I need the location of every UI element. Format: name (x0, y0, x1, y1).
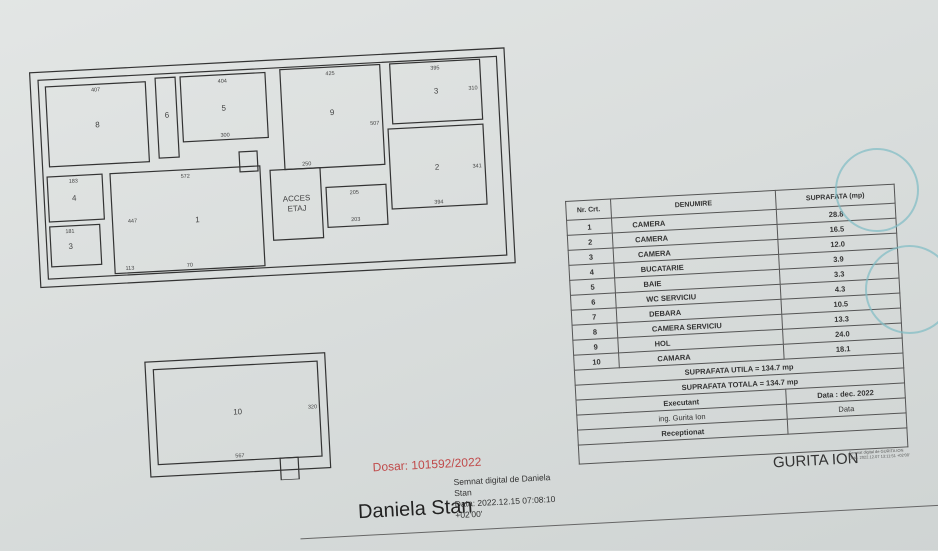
authorization-stamp (835, 148, 919, 232)
dimension-label: 250 (302, 161, 311, 167)
dimension-label: 70 (187, 263, 193, 269)
dimension-label: 300 (220, 132, 229, 138)
dimension-label: 567 (235, 453, 244, 459)
room-label-5: 5 (221, 104, 226, 113)
floor-plan: 8 6 5 9 3 2 4 3 1 10 ACCES ETAJ 407 404 … (28, 47, 516, 481)
room-label-1: 1 (195, 215, 200, 224)
dimension-label: 181 (65, 229, 74, 235)
room-8 (44, 81, 151, 168)
authorization-stamp (865, 245, 938, 334)
dimension-label: 310 (468, 85, 477, 91)
dimension-label: 507 (370, 121, 379, 127)
entrance-hall (325, 183, 389, 229)
room-label-3b: 3 (68, 242, 73, 251)
dimension-label: 407 (91, 87, 100, 93)
room-4 (46, 173, 105, 223)
room-2 (387, 123, 488, 210)
acces-etaj (269, 167, 325, 241)
acces-label: ACCES (283, 193, 311, 203)
dimension-label: 447 (128, 218, 137, 224)
dimension-label: 395 (430, 65, 439, 71)
dimension-label: 404 (218, 78, 227, 84)
room-label-8: 8 (95, 120, 100, 129)
room-label-2: 2 (435, 162, 440, 171)
etaj-label: ETAJ (287, 203, 306, 213)
room-10 (144, 352, 332, 478)
room-3 (388, 58, 484, 125)
dimension-label: 203 (351, 217, 360, 223)
room-5 (179, 71, 269, 143)
engineer-signature-name: GURITA ION (772, 449, 859, 472)
room-1 (109, 165, 266, 275)
stairs (279, 456, 300, 481)
dimension-label: 183 (69, 178, 78, 184)
dimension-label: 425 (325, 71, 334, 77)
dimension-label: 572 (181, 174, 190, 180)
room-label-4: 4 (72, 193, 77, 202)
dimension-label: 394 (434, 199, 443, 205)
dimension-label: 341 (472, 163, 481, 169)
dimension-label: 113 (125, 266, 134, 272)
room-9 (279, 63, 386, 171)
outer-wall (28, 47, 516, 289)
room-3b (49, 223, 103, 268)
header-nr: Nr. Crt. (565, 199, 612, 221)
room-label-10: 10 (233, 407, 243, 416)
signature-meta: Semnat digital de Daniela Stan Data: 202… (453, 472, 556, 521)
dimension-label: 205 (350, 190, 359, 196)
room-label-3: 3 (434, 86, 439, 95)
room-label-6: 6 (165, 111, 170, 120)
room-label-9: 9 (330, 108, 335, 117)
room-6 (154, 76, 180, 159)
dimension-label: 320 (308, 404, 317, 410)
